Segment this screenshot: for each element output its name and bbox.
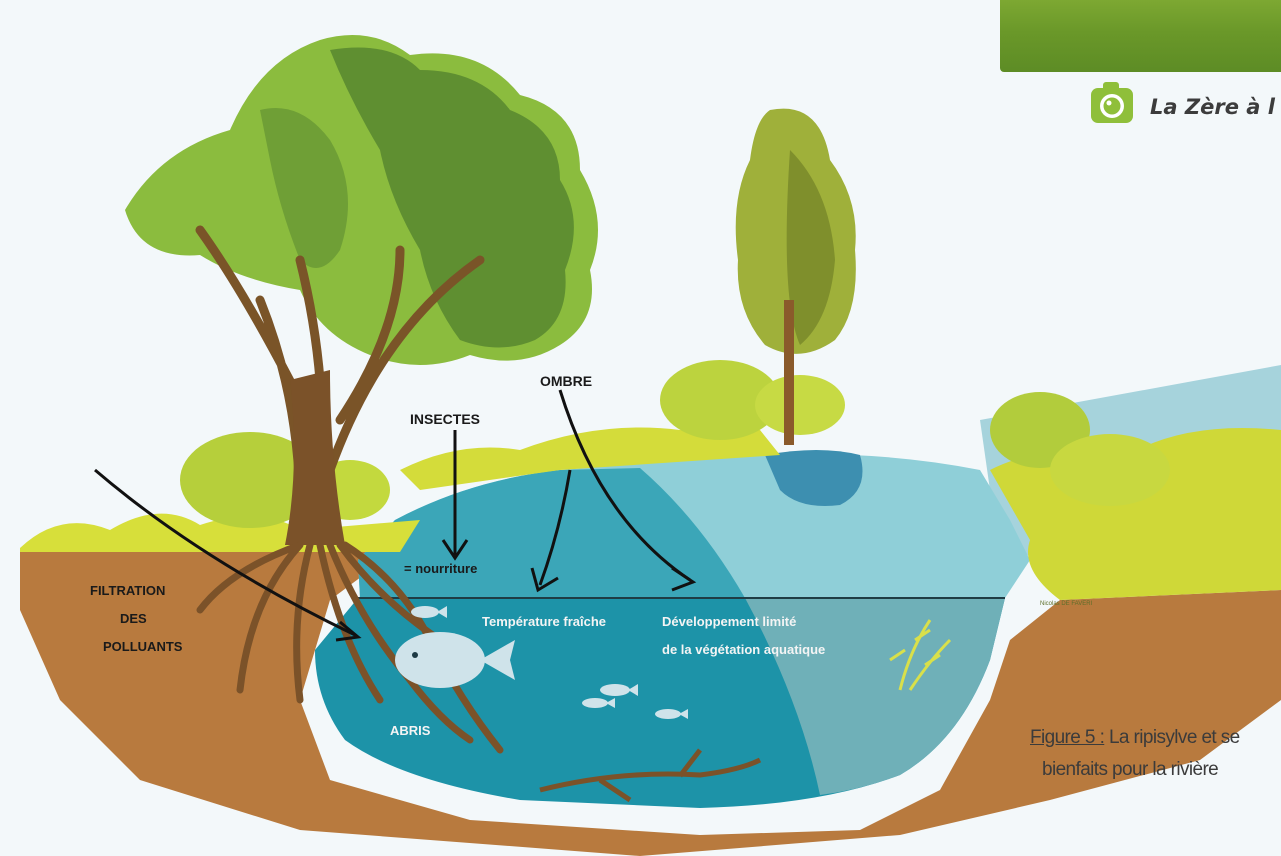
label-ombre: OMBRE	[540, 373, 592, 389]
label-nourriture: = nourriture	[404, 561, 477, 576]
label-developpement-2: de la végétation aquatique	[662, 642, 825, 657]
label-filtration-3: POLLUANTS	[103, 639, 183, 654]
figure-number: Figure 5 :	[1030, 727, 1104, 748]
label-developpement-1: Développement limité	[662, 614, 796, 629]
label-abris: ABRIS	[390, 723, 431, 738]
label-filtration-2: DES	[120, 611, 147, 626]
label-filtration-1: FILTRATION	[90, 583, 165, 598]
figure-caption-line1: La ripisylve et se	[1104, 727, 1239, 748]
bush-right-2	[1050, 434, 1170, 506]
label-temperature: Température fraîche	[482, 614, 606, 629]
label-insectes: INSECTES	[410, 411, 480, 427]
distant-tree-trunk	[784, 300, 794, 445]
figure-caption-line2: bienfaits pour la rivière	[1030, 754, 1281, 786]
illustrator-credit: Nicolas DE FAVERI	[1040, 601, 1092, 607]
bush-far-2	[755, 375, 845, 435]
figure-caption: Figure 5 : La ripisylve et se bienfaits …	[1030, 722, 1281, 786]
